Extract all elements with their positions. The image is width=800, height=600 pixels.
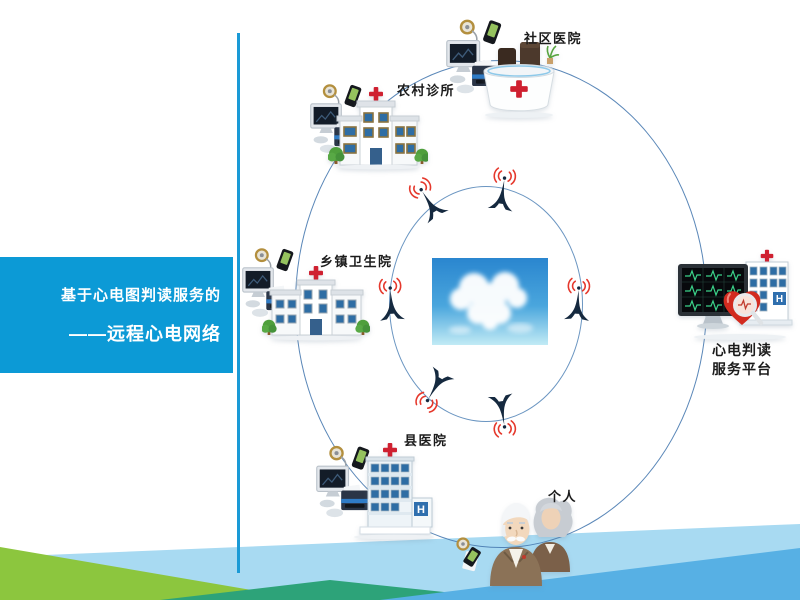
banner-title-line2: ——远程心电网络 (69, 324, 221, 344)
hospital-h-badge (773, 292, 786, 305)
label-platform-line1: 心电判读 (712, 342, 772, 358)
node-rural-clinic (310, 78, 440, 178)
medium-blue-band (380, 548, 800, 600)
cloud-heart-image (432, 258, 548, 345)
elderly-man (490, 503, 542, 586)
hospital-h-letter: H (417, 504, 425, 516)
clinic-building-icon (328, 87, 428, 170)
node-community-hospital (446, 12, 616, 122)
red-cross-icon (369, 87, 383, 101)
red-cross-icon (760, 249, 774, 263)
label-individual: 个人 (548, 489, 578, 504)
health-center-building-icon (262, 266, 370, 341)
node-county-hospital: H (314, 436, 444, 546)
plant-icon (546, 45, 560, 64)
inner-network-circle (389, 186, 583, 422)
label-rural-clinic: 农村诊所 (397, 83, 456, 98)
divider-line (237, 33, 240, 573)
elderly-couple-icon (490, 497, 573, 586)
title-banner: 基于心电图判读服务的 ——远程心电网络 (0, 257, 233, 373)
node-township-health-center (240, 240, 380, 345)
decor-bands (0, 524, 800, 600)
antenna-icon (486, 166, 519, 213)
heart-cloud (450, 272, 527, 330)
node-individual (452, 490, 592, 590)
county-hospital-building-icon: H (354, 443, 434, 540)
green-band (0, 547, 310, 600)
elderly-woman (530, 497, 573, 572)
personal-device-icon (456, 537, 481, 572)
label-community-hospital: 社区医院 (524, 31, 583, 46)
label-county-hospital: 县医院 (404, 433, 448, 448)
node-platform: H (678, 248, 798, 343)
label-platform: 心电判读 服务平台 (704, 341, 780, 379)
hospital-h-badge (414, 502, 428, 516)
banner-title-line1: 基于心电图判读服务的 (60, 287, 221, 304)
red-cross-icon (383, 443, 397, 457)
platform-composite-icon: H (678, 249, 793, 340)
antenna-icon (563, 277, 593, 322)
reception-desk-icon (483, 42, 560, 118)
heart-magnifier-icon (723, 291, 764, 326)
hospital-h-letter: H (776, 294, 783, 305)
label-platform-line2: 服务平台 (712, 361, 772, 377)
label-township-health-center: 乡镇卫生院 (320, 254, 393, 269)
antenna-icon (486, 392, 519, 439)
